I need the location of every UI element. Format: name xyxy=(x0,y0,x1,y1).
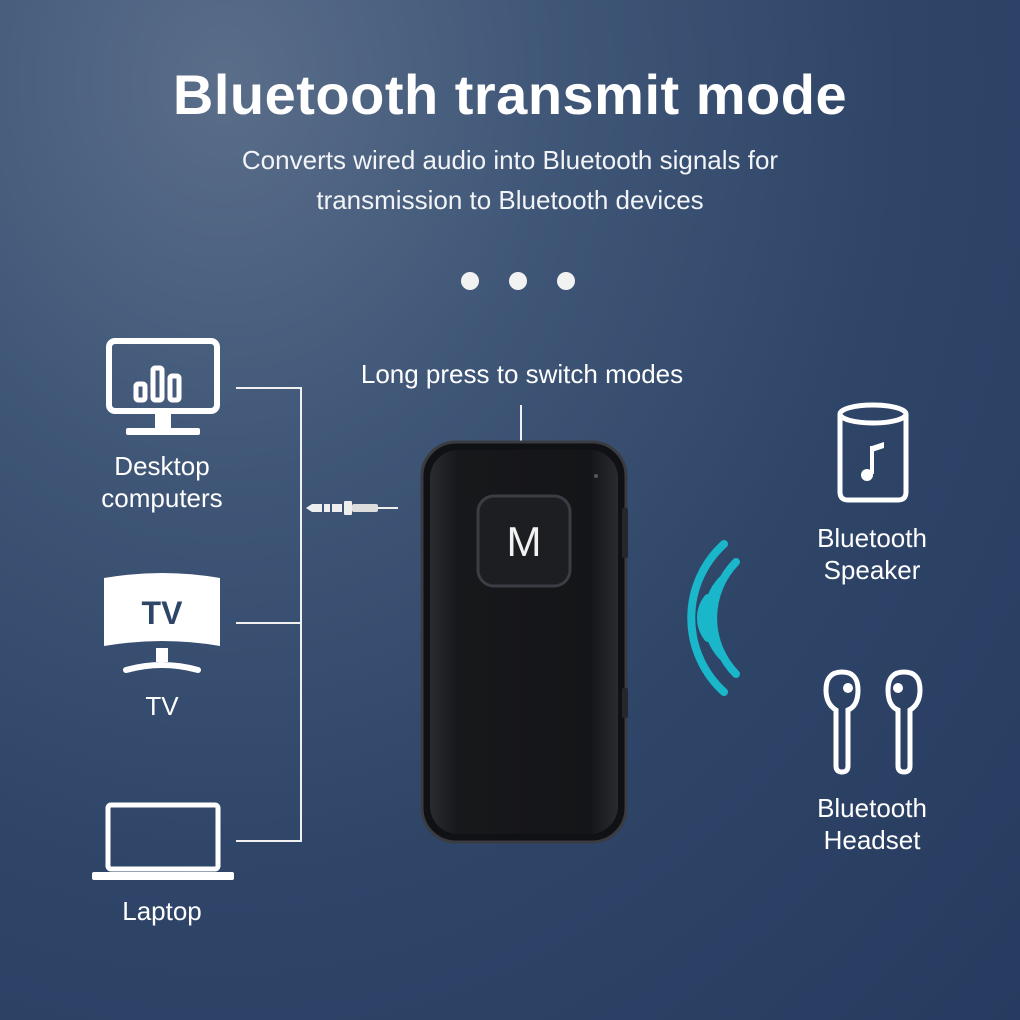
earbuds-icon xyxy=(823,669,923,775)
tv-screen-text: TV xyxy=(142,595,184,631)
audio-jack-icon xyxy=(306,501,398,515)
source-label-laptop-line1: Laptop xyxy=(122,896,202,926)
target-label-headset-line2: Headset xyxy=(823,825,921,855)
speaker-icon xyxy=(837,402,909,503)
target-label-speaker-line2: Speaker xyxy=(823,555,921,585)
connector-laptop xyxy=(236,840,302,842)
target-label-speaker-line1: Bluetooth xyxy=(817,523,927,553)
subtitle-line-1: Converts wired audio into Bluetooth sign… xyxy=(241,145,779,175)
source-label-tv: TV xyxy=(72,690,252,722)
source-label-desktop-line2: computers xyxy=(101,483,223,513)
tv-icon: TV xyxy=(104,573,220,673)
connector-trunk xyxy=(300,387,302,842)
page-title: Bluetooth transmit mode xyxy=(172,63,848,126)
source-label-desktop-line1: Desktop xyxy=(114,451,210,481)
bluetooth-signal-icon xyxy=(687,540,740,696)
dot-1 xyxy=(461,272,479,290)
target-label-speaker: Bluetooth Speaker xyxy=(782,522,962,586)
bluetooth-transmitter-device: M xyxy=(420,440,628,844)
source-label-laptop: Laptop xyxy=(72,895,252,927)
dot-3 xyxy=(557,272,575,290)
mode-button-label: M xyxy=(507,518,542,565)
target-label-headset: Bluetooth Headset xyxy=(782,792,962,856)
laptop-icon xyxy=(92,802,234,880)
target-label-headset-line1: Bluetooth xyxy=(817,793,927,823)
dot-2 xyxy=(509,272,527,290)
connector-tv xyxy=(236,622,302,624)
page-subtitle: Converts wired audio into Bluetooth sign… xyxy=(140,140,880,220)
switch-mode-hint: Long press to switch modes xyxy=(360,359,684,389)
monitor-icon xyxy=(106,338,220,435)
connector-desktop xyxy=(236,387,302,389)
mode-button[interactable] xyxy=(476,494,572,588)
source-label-tv-line1: TV xyxy=(145,691,179,721)
subtitle-line-2: transmission to Bluetooth devices xyxy=(316,185,704,215)
source-label-desktop: Desktop computers xyxy=(72,450,252,514)
